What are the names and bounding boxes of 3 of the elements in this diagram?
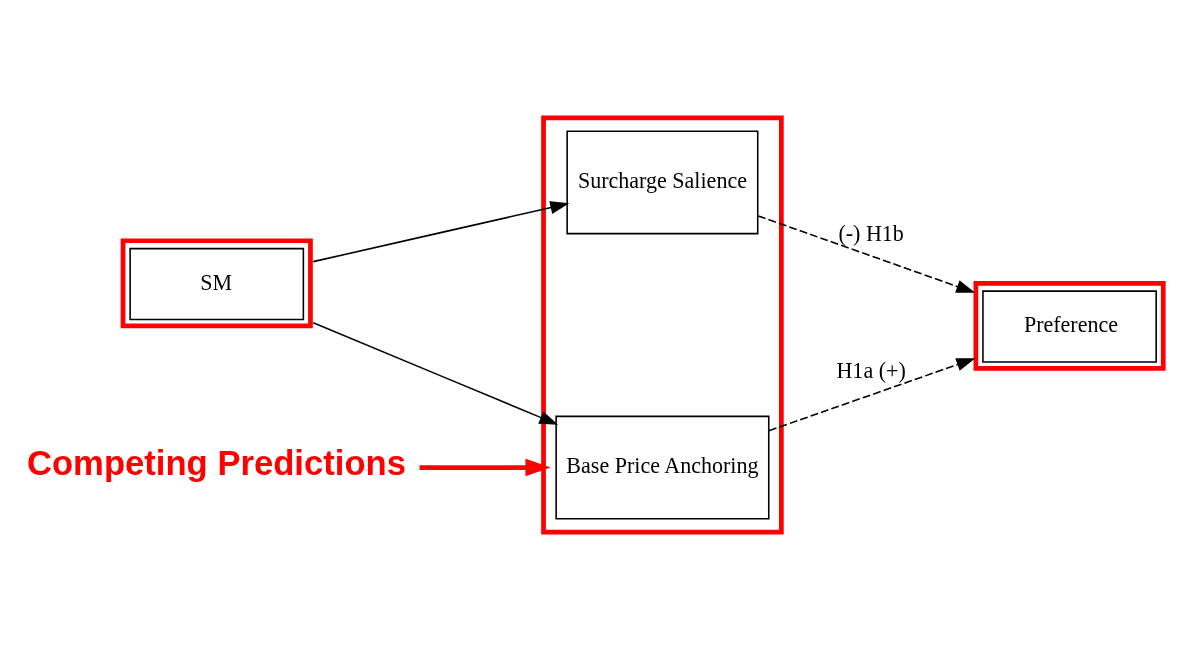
node-text: Competing Predictions xyxy=(26,443,406,482)
edge-label: H1a (+) xyxy=(836,357,906,383)
edge-label: (-) H1b xyxy=(838,220,904,246)
